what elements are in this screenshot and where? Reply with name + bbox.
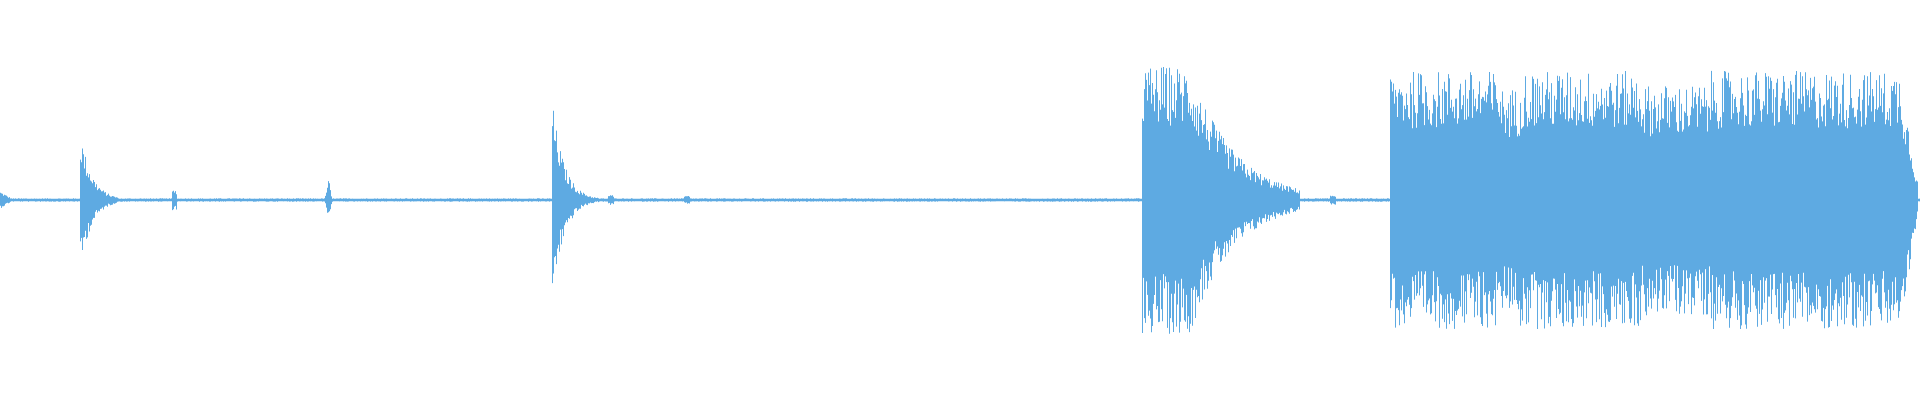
waveform-bars bbox=[0, 67, 1920, 334]
